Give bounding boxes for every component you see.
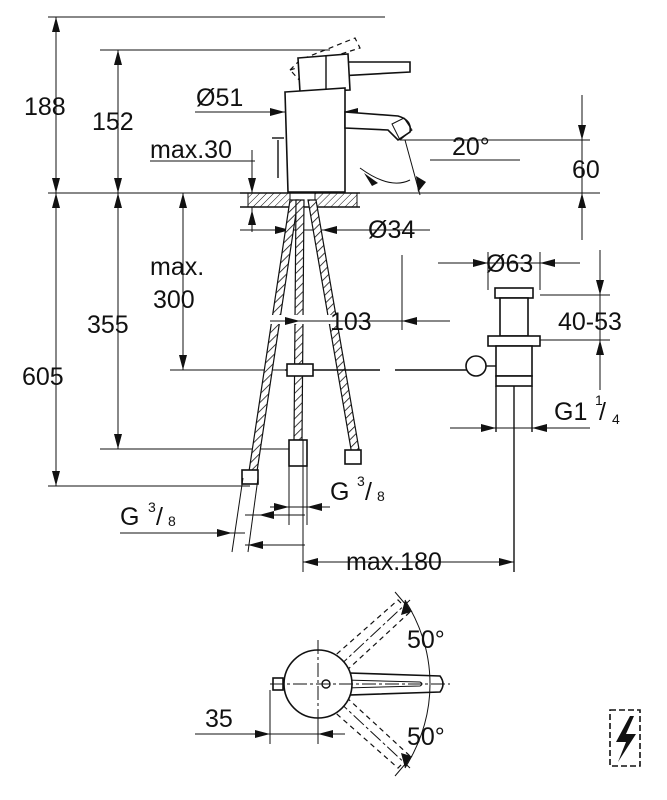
dim-g1-1-4: G1 1 / 4: [450, 392, 620, 432]
dim-103-label: 103: [330, 308, 372, 336]
countertop-section: [240, 192, 360, 208]
dim-g38-right: G 3 / 8: [270, 466, 385, 525]
dim-34: Ø34: [240, 216, 430, 244]
dim-103: 103: [270, 255, 450, 336]
dim-34-label: Ø34: [368, 216, 415, 244]
dim-188-label: 188: [24, 93, 66, 121]
dim-40-53-label: 40-53: [558, 308, 622, 336]
dim-g38-left: G 3 / 8: [120, 477, 305, 553]
dim-188: 188: [24, 17, 66, 193]
lightning-bolt-icon: [609, 709, 641, 767]
dim-355: 355: [87, 193, 129, 449]
dim-35: 35: [195, 690, 345, 744]
dim-max180: max.180: [302, 440, 514, 576]
dim-40-53: 40-53: [540, 250, 622, 390]
dim-60-label: 60: [572, 156, 600, 184]
popup-waste: [465, 287, 541, 572]
faucet-top-view: 50° 50°: [270, 591, 450, 777]
faucet-body: [272, 37, 413, 193]
dim-605: 605: [22, 193, 64, 486]
dim-60: 60: [572, 95, 600, 240]
dim-max30-label: max.30: [150, 136, 232, 164]
g114-num: 1: [595, 392, 603, 408]
g38-right-main: G: [330, 478, 349, 506]
g114-main: G1: [554, 398, 587, 426]
g114-slash: /: [599, 398, 606, 426]
dim-152-label: 152: [92, 108, 134, 136]
g38-right-num: 3: [357, 473, 365, 489]
g114-den: 4: [612, 411, 620, 427]
dim-63-label: Ø63: [486, 250, 533, 278]
dim-20deg-label: 20°: [452, 133, 490, 161]
dim-355-label: 355: [87, 311, 129, 339]
dim-max-label: max.: [150, 253, 204, 281]
supply-hoses: [240, 199, 470, 485]
dim-51-label: Ø51: [196, 84, 243, 112]
g38-left-slash: /: [156, 503, 163, 531]
dim-63: Ø63: [438, 250, 580, 290]
g38-right-den: 8: [377, 488, 385, 504]
dim-max300: max. 300: [150, 193, 204, 370]
dim-max30: max.30: [150, 136, 256, 232]
dim-605-label: 605: [22, 363, 64, 391]
dim-50-top-label: 50°: [407, 626, 445, 654]
dim-max180-label: max.180: [346, 548, 442, 576]
g38-left-den: 8: [168, 513, 176, 529]
dim-50-bottom-label: 50°: [407, 723, 445, 751]
dim-20deg: 20°: [359, 133, 520, 196]
dim-300-label: 300: [153, 286, 195, 314]
dim-152: 152: [92, 50, 134, 193]
g38-left-num: 3: [148, 499, 156, 515]
dim-35-label: 35: [205, 705, 233, 733]
g38-left-main: G: [120, 503, 139, 531]
g38-right-slash: /: [365, 478, 372, 506]
